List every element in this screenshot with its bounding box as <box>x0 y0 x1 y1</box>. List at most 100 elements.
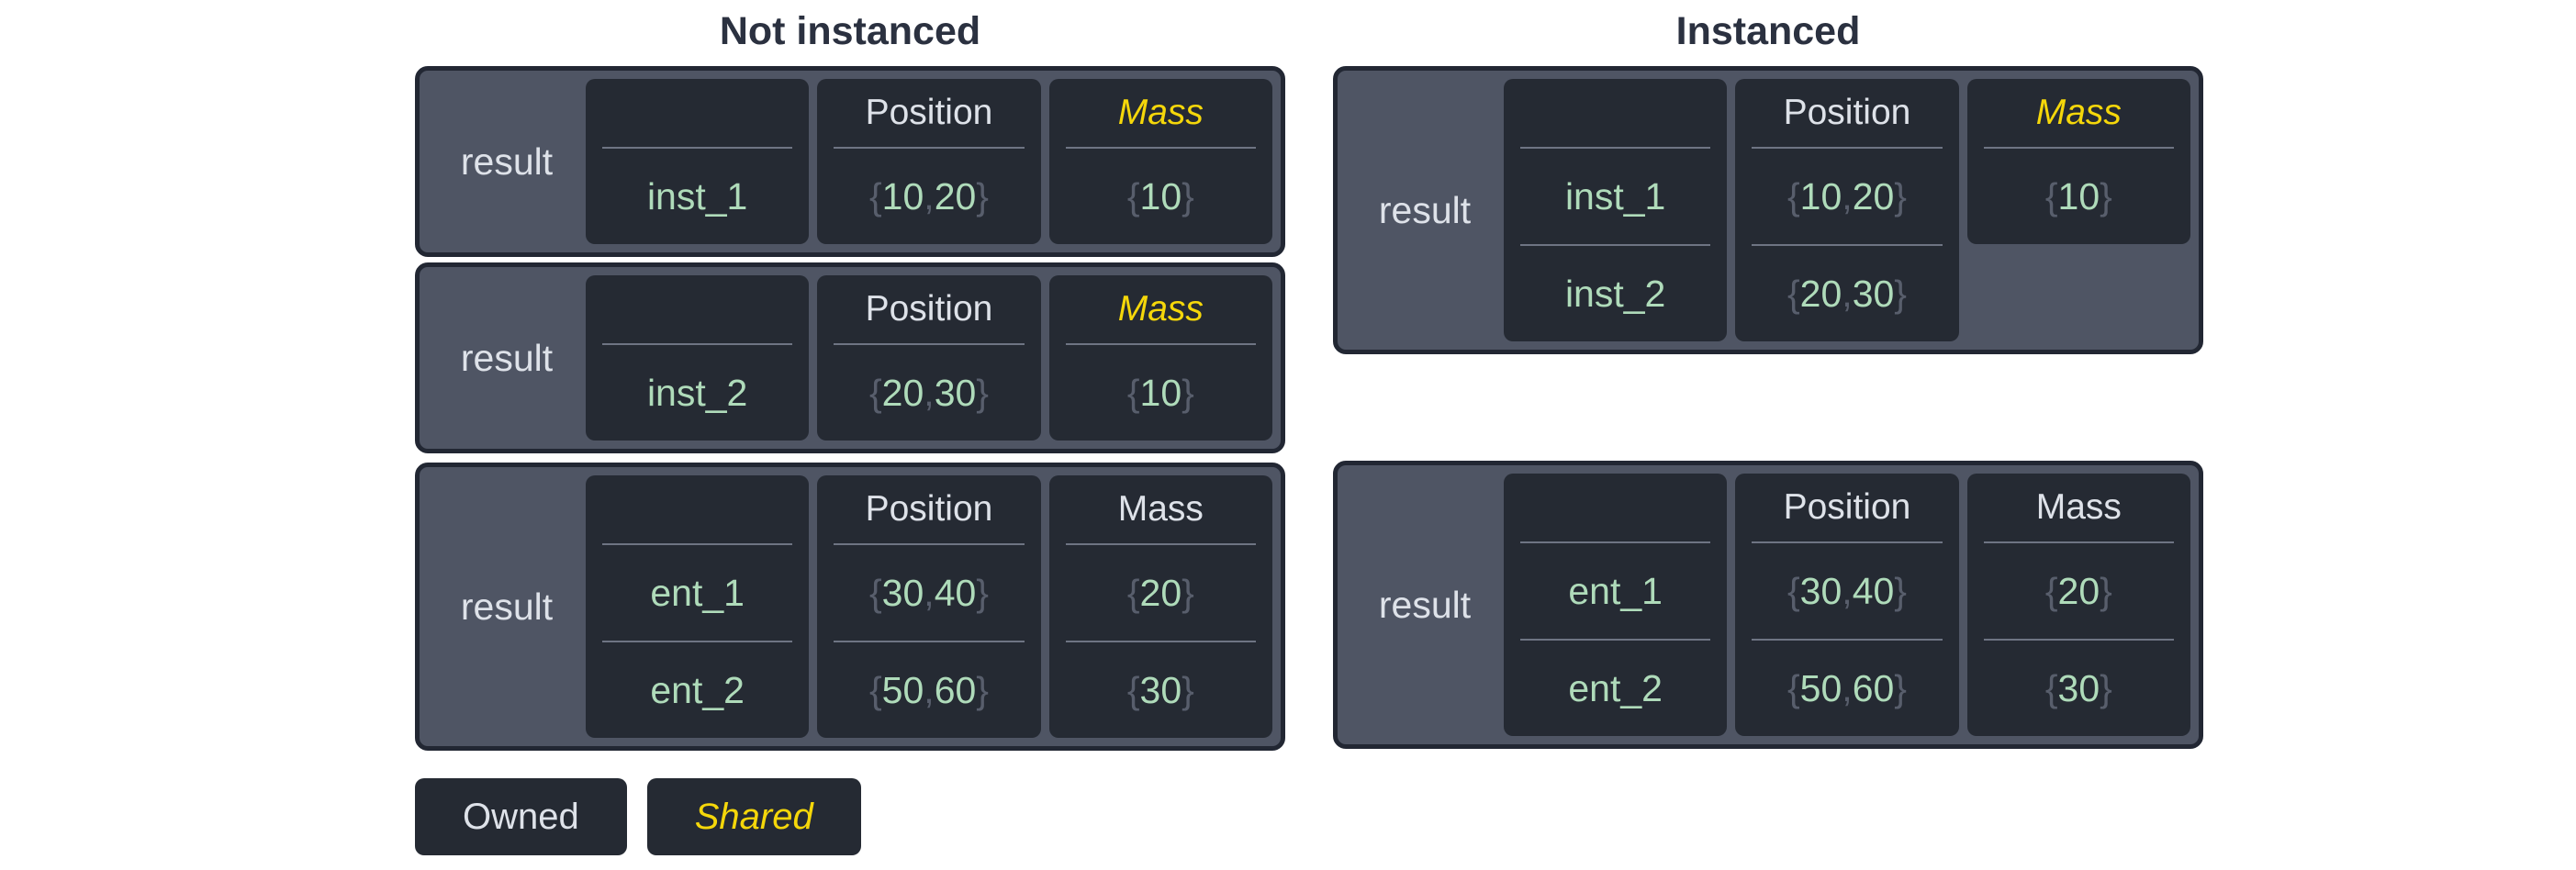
position-column-header: Position <box>865 93 993 132</box>
component-value: {20, 30} <box>1786 272 1907 315</box>
header-divider <box>1065 543 1256 545</box>
mass-column-header: Mass <box>2035 487 2122 527</box>
component-value: {10} <box>2044 174 2112 218</box>
column-not-instanced: Not instanced result inst_1 Position {10… <box>415 6 1285 855</box>
position-column-header: Position <box>1783 487 1911 527</box>
legend-owned-label: Owned <box>463 796 579 837</box>
result-cells: ent_1 ent_2 Position {30, 40} {50, 60} M… <box>1504 474 2190 736</box>
position-column: Position {30, 40} {50, 60} <box>817 475 1041 738</box>
entity-name: inst_2 <box>1564 272 1666 315</box>
result-label: result <box>460 139 554 183</box>
row-divider <box>602 641 793 642</box>
entity-name: ent_2 <box>1568 666 1663 709</box>
result-label: result <box>1378 188 1472 231</box>
component-value: {30} <box>1126 668 1194 711</box>
header-divider <box>1983 147 2174 149</box>
row-divider <box>1752 639 1943 641</box>
query-result-box: result inst_1 Position {10, 20} Mass {10… <box>415 66 1285 257</box>
header-divider <box>602 343 793 345</box>
row-divider <box>1983 639 2174 641</box>
mass-column-header: Mass <box>1117 93 1204 132</box>
query-result-box: result ent_1 ent_2 Position {30, 40} {50… <box>415 463 1285 751</box>
component-value: {50, 60} <box>868 668 989 711</box>
header-divider <box>602 147 793 149</box>
mass-column: Mass {10} <box>1966 79 2190 244</box>
header-divider <box>1983 541 2174 543</box>
component-value: {10} <box>1126 371 1194 414</box>
legend-shared: Shared <box>646 778 861 855</box>
result-cells: inst_2 Position {20, 30} Mass {10} <box>586 275 1272 441</box>
result-label: result <box>460 336 554 379</box>
mass-column: Mass {20} {30} <box>1966 474 2190 736</box>
row-divider <box>1065 641 1256 642</box>
column-title: Not instanced <box>719 9 981 53</box>
legend-shared-label: Shared <box>694 796 813 837</box>
component-value: {50, 60} <box>1786 666 1907 709</box>
header-divider <box>1520 147 1711 149</box>
query-result-box: result ent_1 ent_2 Position {30, 40} {50… <box>1333 461 2203 749</box>
mass-column: Mass {10} <box>1048 275 1272 441</box>
position-column: Position {30, 40} {50, 60} <box>1735 474 1959 736</box>
row-divider <box>1520 639 1711 641</box>
header-divider <box>1065 343 1256 345</box>
entity-column-header <box>586 275 809 343</box>
column-instanced: Instanced result inst_1 inst_2 Position … <box>1333 6 2203 749</box>
position-column-header: Position <box>1783 93 1911 132</box>
header-divider <box>602 543 793 545</box>
header-divider <box>1520 541 1711 543</box>
header-divider <box>834 343 1025 345</box>
query-result-box: result inst_1 inst_2 Position {10, 20} {… <box>1333 66 2203 354</box>
result-cells: inst_1 Position {10, 20} Mass {10} <box>586 79 1272 244</box>
header-divider <box>834 147 1025 149</box>
component-value: {10, 20} <box>1786 174 1907 218</box>
header-divider <box>1752 147 1943 149</box>
header-divider <box>1065 147 1256 149</box>
entity-column: inst_2 <box>586 275 810 441</box>
component-value: {30, 40} <box>868 571 989 614</box>
position-column: Position {20, 30} <box>817 275 1041 441</box>
entity-column: ent_1 ent_2 <box>1504 474 1728 736</box>
entity-name: ent_1 <box>650 571 745 614</box>
entity-column-header <box>1504 474 1727 541</box>
component-value: {30} <box>2044 666 2112 709</box>
mass-column-header: Mass <box>1117 489 1204 529</box>
entity-name: inst_1 <box>646 174 748 218</box>
component-value: {20, 30} <box>868 371 989 414</box>
mass-column-header: Mass <box>1117 289 1204 329</box>
header-divider <box>834 543 1025 545</box>
position-column-header: Position <box>865 289 993 329</box>
legend: Owned Shared <box>415 778 1285 855</box>
entity-column: inst_1 inst_2 <box>1504 79 1728 341</box>
entity-column: inst_1 <box>586 79 810 244</box>
position-column: Position {10, 20} <box>817 79 1041 244</box>
result-cells: ent_1 ent_2 Position {30, 40} {50, 60} M… <box>586 475 1272 738</box>
entity-column-header <box>1504 79 1727 147</box>
row-divider <box>1752 244 1943 246</box>
entity-name: inst_1 <box>1564 174 1666 218</box>
entity-name: ent_2 <box>650 668 745 711</box>
component-value: {20} <box>1126 571 1194 614</box>
row-divider <box>834 641 1025 642</box>
query-result-box: result inst_2 Position {20, 30} Mass {10… <box>415 262 1285 453</box>
entity-column: ent_1 ent_2 <box>586 475 810 738</box>
row-divider <box>1520 244 1711 246</box>
entity-name: ent_1 <box>1568 569 1663 612</box>
entity-name: inst_2 <box>646 371 748 414</box>
component-value: {20} <box>2044 569 2112 612</box>
entity-column-header <box>586 79 809 147</box>
result-cells: inst_1 inst_2 Position {10, 20} {20, 30}… <box>1504 79 2190 341</box>
header-divider <box>1752 541 1943 543</box>
component-value: {10} <box>1126 174 1194 218</box>
result-label: result <box>460 585 554 628</box>
component-value: {30, 40} <box>1786 569 1907 612</box>
legend-owned: Owned <box>415 778 627 855</box>
column-title: Instanced <box>1675 9 1861 53</box>
mass-column: Mass {10} <box>1048 79 1272 244</box>
position-column-header: Position <box>865 489 993 529</box>
mass-column: Mass {20} {30} <box>1048 475 1272 738</box>
mass-column-header: Mass <box>2035 93 2122 132</box>
component-value: {10, 20} <box>868 174 989 218</box>
position-column: Position {10, 20} {20, 30} <box>1735 79 1959 341</box>
result-label: result <box>1378 583 1472 626</box>
